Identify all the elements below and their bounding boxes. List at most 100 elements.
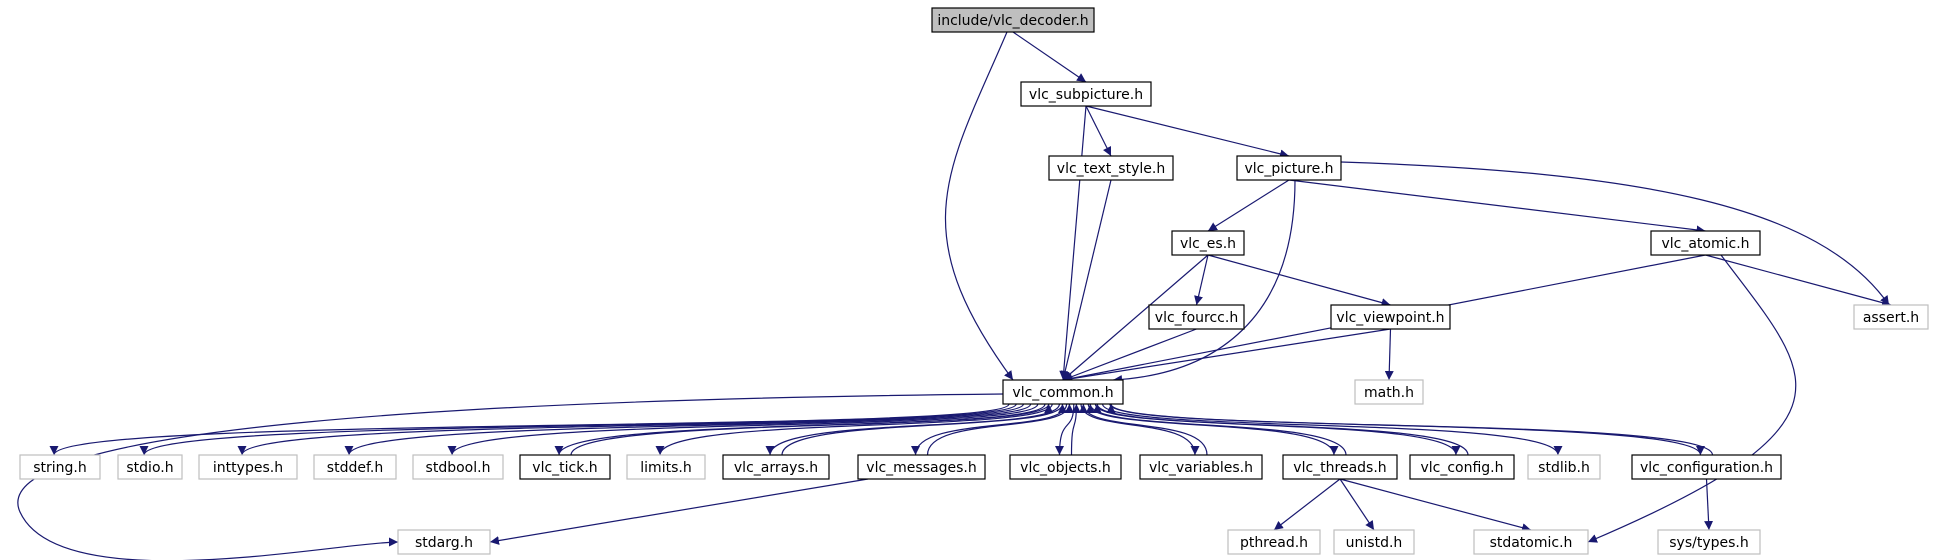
edge-vlc-picture-h-to-vlc-es-h bbox=[1207, 179, 1290, 232]
edge-vlc-es-h-to-vlc-viewpoint-h bbox=[1207, 254, 1391, 307]
node-vlc-subpicture-h[interactable]: vlc_subpicture.h bbox=[1020, 81, 1152, 107]
edge-vlc-picture-h-to-assert-h bbox=[1340, 161, 1890, 306]
edge-vlc-decoder-h-to-vlc-subpicture-h bbox=[1012, 31, 1087, 83]
node-box bbox=[857, 454, 986, 480]
node-assert-h: assert.h bbox=[1853, 304, 1929, 330]
node-box bbox=[1333, 529, 1415, 555]
edge-layer bbox=[17, 31, 1892, 560]
edge-vlc-atomic-h-to-assert-h bbox=[1705, 254, 1892, 308]
node-box bbox=[313, 454, 397, 480]
edge-vlc-threads-h-to-pthread-h bbox=[1273, 478, 1341, 531]
node-box bbox=[931, 7, 1095, 33]
edge-vlc-arrays-h-to-vlc-common-h bbox=[781, 403, 1067, 456]
edge-vlc-es-h-to-vlc-fourcc-h bbox=[1194, 254, 1209, 306]
node-vlc-es-h[interactable]: vlc_es.h bbox=[1171, 230, 1245, 256]
node-stdbool-h: stdbool.h bbox=[412, 454, 504, 480]
node-box bbox=[519, 454, 611, 480]
node-vlc-config-h[interactable]: vlc_config.h bbox=[1409, 454, 1515, 480]
node-stdarg-h: stdarg.h bbox=[397, 529, 491, 555]
node-label: vlc_config.h bbox=[1420, 460, 1503, 476]
node-label: vlc_es.h bbox=[1180, 236, 1236, 252]
edge-vlc-common-h-to-vlc-arrays-h bbox=[765, 403, 1060, 456]
node-label: stdatomic.h bbox=[1490, 535, 1573, 551]
edge-vlc-messages-h-to-stdarg-h bbox=[489, 478, 869, 545]
node-box bbox=[1139, 454, 1263, 480]
edge-vlc-configuration-h-to-sys-types-h bbox=[1704, 478, 1714, 531]
node-label: assert.h bbox=[1863, 310, 1919, 326]
node-box bbox=[1282, 454, 1398, 480]
node-limits-h: limits.h bbox=[626, 454, 706, 480]
node-vlc-objects-h[interactable]: vlc_objects.h bbox=[1009, 454, 1122, 480]
node-label: vlc_variables.h bbox=[1149, 460, 1253, 476]
node-vlc-atomic-h[interactable]: vlc_atomic.h bbox=[1650, 230, 1761, 256]
node-label: pthread.h bbox=[1240, 535, 1308, 551]
edge-vlc-picture-h-to-vlc-atomic-h bbox=[1288, 179, 1706, 235]
node-label: vlc_common.h bbox=[1012, 385, 1113, 401]
edge-vlc-objects-h-to-vlc-common-h bbox=[1070, 403, 1081, 456]
edge-vlc-messages-h-to-vlc-common-h bbox=[926, 403, 1074, 456]
edge-vlc-tick-h-to-vlc-common-h bbox=[570, 403, 1054, 456]
edge-vlc-threads-h-to-stdatomic-h bbox=[1339, 478, 1532, 533]
node-label: stdlib.h bbox=[1538, 460, 1590, 476]
node-box bbox=[397, 529, 491, 555]
node-label: vlc_atomic.h bbox=[1661, 236, 1749, 252]
edge-vlc-decoder-h-to-vlc-common-h bbox=[944, 31, 1014, 381]
node-sys-types-h: sys/types.h bbox=[1657, 529, 1761, 555]
edge-vlc-common-h-to-limits-h bbox=[655, 403, 1053, 456]
node-vlc-variables-h[interactable]: vlc_variables.h bbox=[1139, 454, 1263, 480]
node-vlc-arrays-h[interactable]: vlc_arrays.h bbox=[722, 454, 830, 480]
node-box bbox=[1002, 379, 1124, 405]
node-box bbox=[1330, 304, 1451, 330]
edge-vlc-common-h-to-inttypes-h bbox=[237, 403, 1024, 456]
node-box bbox=[1171, 230, 1245, 256]
edge-vlc-subpicture-h-to-vlc-text-style-h bbox=[1085, 105, 1112, 157]
node-label: vlc_subpicture.h bbox=[1029, 87, 1143, 103]
node-label: unistd.h bbox=[1346, 535, 1403, 551]
node-vlc-messages-h[interactable]: vlc_messages.h bbox=[857, 454, 986, 480]
edge-vlc-es-h-to-vlc-common-h bbox=[1062, 254, 1209, 381]
node-vlc-configuration-h[interactable]: vlc_configuration.h bbox=[1631, 454, 1782, 480]
node-box bbox=[198, 454, 298, 480]
edge-vlc-common-h-to-stddef-h bbox=[344, 403, 1032, 456]
node-vlc-tick-h[interactable]: vlc_tick.h bbox=[519, 454, 611, 480]
node-box bbox=[722, 454, 830, 480]
edge-vlc-picture-h-to-vlc-common-h bbox=[1112, 179, 1296, 384]
edge-vlc-common-h-to-vlc-config-h bbox=[1094, 403, 1461, 456]
node-box bbox=[1657, 529, 1761, 555]
edge-vlc-variables-h-to-vlc-common-h bbox=[1078, 403, 1208, 456]
node-vlc-picture-h[interactable]: vlc_picture.h bbox=[1236, 155, 1342, 181]
node-label: sys/types.h bbox=[1669, 535, 1748, 551]
node-vlc-text-style-h[interactable]: vlc_text_style.h bbox=[1048, 155, 1174, 181]
edge-vlc-viewpoint-h-to-vlc-common-h bbox=[1062, 328, 1391, 384]
node-box bbox=[1020, 81, 1152, 107]
node-box bbox=[1650, 230, 1761, 256]
node-box bbox=[1473, 529, 1589, 555]
node-label: vlc_picture.h bbox=[1244, 161, 1333, 177]
node-vlc-threads-h[interactable]: vlc_threads.h bbox=[1282, 454, 1398, 480]
node-vlc-common-h[interactable]: vlc_common.h bbox=[1002, 379, 1124, 405]
node-label: vlc_tick.h bbox=[532, 460, 597, 476]
node-vlc-viewpoint-h[interactable]: vlc_viewpoint.h bbox=[1330, 304, 1451, 330]
node-label: vlc_objects.h bbox=[1020, 460, 1111, 476]
node-stddef-h: stddef.h bbox=[313, 454, 397, 480]
node-label: stddef.h bbox=[327, 460, 383, 476]
edge-vlc-configuration-h-to-vlc-common-h bbox=[1106, 403, 1714, 456]
node-box bbox=[1853, 304, 1929, 330]
node-box bbox=[1527, 454, 1601, 480]
node-label: stdbool.h bbox=[426, 460, 491, 476]
node-label: vlc_fourcc.h bbox=[1155, 310, 1238, 326]
node-box bbox=[1227, 529, 1321, 555]
node-vlc-fourcc-h[interactable]: vlc_fourcc.h bbox=[1148, 304, 1245, 330]
edge-vlc-subpicture-h-to-vlc-picture-h bbox=[1085, 105, 1290, 159]
node-stdatomic-h: stdatomic.h bbox=[1473, 529, 1589, 555]
node-box bbox=[1048, 155, 1174, 181]
node-label: include/vlc_decoder.h bbox=[937, 13, 1088, 29]
node-vlc-decoder-h[interactable]: include/vlc_decoder.h bbox=[931, 7, 1095, 33]
node-string-h: string.h bbox=[19, 454, 101, 480]
node-label: stdarg.h bbox=[415, 535, 473, 551]
node-box bbox=[626, 454, 706, 480]
node-math-h: math.h bbox=[1354, 379, 1424, 405]
node-unistd-h: unistd.h bbox=[1333, 529, 1415, 555]
node-label: string.h bbox=[33, 460, 87, 476]
